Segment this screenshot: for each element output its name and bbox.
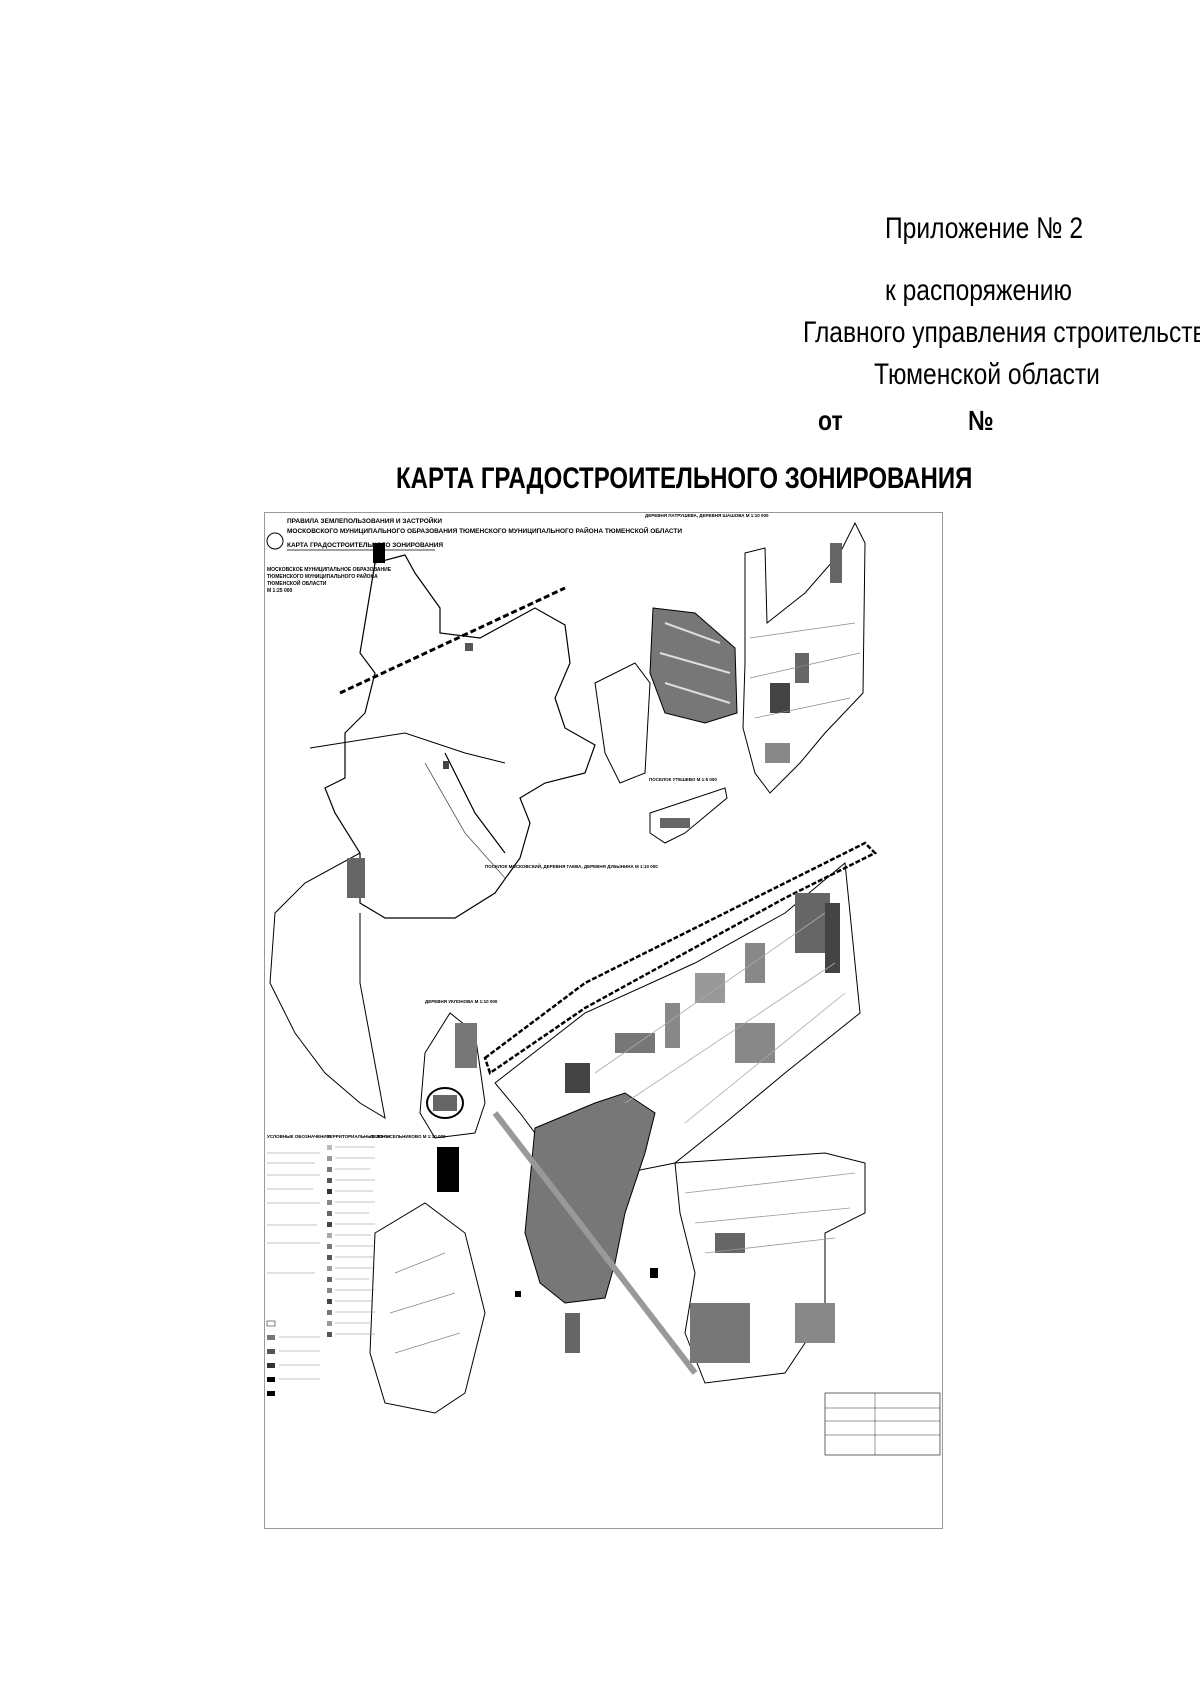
map-heading-1: ПРАВИЛА ЗЕМЛЕПОЛЬЗОВАНИЯ И ЗАСТРОЙКИ (287, 516, 442, 525)
legend-lines (267, 1146, 375, 1380)
left-caption-2: ТЮМЕНСКОГО МУНИЦИПАЛЬНОГО РАЙОНА (267, 572, 378, 580)
inset-mid-title: ПОСЕЛОК УТЕШЕВО М 1:5 000 (649, 777, 717, 782)
date-prefix: от (818, 405, 843, 436)
to-order-label: к распоряжению (885, 274, 1072, 307)
legend-zones-title: ТЕРРИТОРИАЛЬНЫЕ ЗОНЫ (327, 1134, 390, 1139)
inset-settlement-title: СЕЛО ГУСЕЛЬНИКОВО М 1:10 000 (370, 1134, 446, 1139)
map-heading-3: КАРТА ГРАДОСТРОИТЕЛЬНОГО ЗОНИРОВАНИЯ (287, 542, 443, 549)
appendix-label: Приложение № 2 (885, 212, 1084, 245)
left-caption-1: МОСКОВСКОЕ МУНИЦИПАЛЬНОЕ ОБРАЗОВАНИЕ (267, 567, 392, 573)
inset-village-title: ДЕРЕВНЯ УКЛОНОВА М 1:10 000 (425, 999, 498, 1004)
zoning-map-drawing: ПРАВИЛА ЗЕМЛЕПОЛЬЗОВАНИЯ И ЗАСТРОЙКИ МОС… (266, 513, 941, 1456)
title-block (824, 1392, 941, 1456)
inset-top-right-title: ДЕРЕВНЯ ПАТРУШЕВА, ДЕРЕВНЯ ШАШОВА М 1:10… (645, 513, 769, 518)
legend-swatches (266, 1145, 332, 1396)
left-caption-3: ТЮМЕНСКОЙ ОБЛАСТИ (267, 579, 327, 587)
inset-big-title: ПОСЕЛОК МОСКОВСКИЙ, ДЕРЕВНЯ ГАЕВА, ДЕРЕВ… (485, 862, 658, 869)
emblem-icon (266, 532, 284, 550)
map-heading-2: МОСКОВСКОГО МУНИЦИПАЛЬНОГО ОБРАЗОВАНИЯ Т… (287, 526, 682, 535)
region-label: Тюменской области (874, 358, 1100, 391)
page-title: КАРТА ГРАДОСТРОИТЕЛЬНОГО ЗОНИРОВАНИЯ (396, 462, 973, 495)
left-caption-4: М 1:25 000 (267, 588, 293, 594)
legend-title: УСЛОВНЫЕ ОБОЗНАЧЕНИЯ (267, 1134, 330, 1139)
number-prefix: № (968, 405, 994, 436)
authority-label: Главного управления строительства (803, 316, 1200, 349)
zoning-map: ПРАВИЛА ЗЕМЛЕПОЛЬЗОВАНИЯ И ЗАСТРОЙКИ МОС… (264, 512, 943, 1529)
